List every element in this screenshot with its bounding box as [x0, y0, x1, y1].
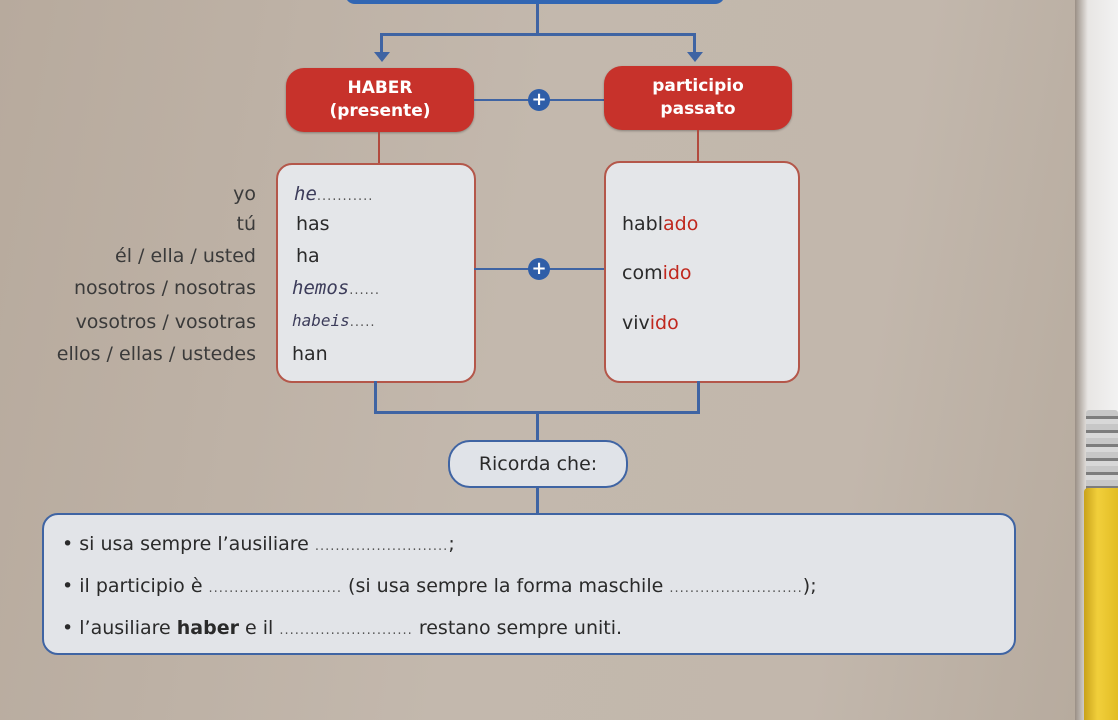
haber-form-yo: he........... — [294, 183, 373, 205]
haber-form-el: ha — [296, 245, 320, 267]
connector-top-horizontal — [380, 33, 696, 36]
blank-dots: .......................... — [208, 581, 342, 596]
rule-text: • il participio è — [62, 575, 209, 597]
blank-dots: .......................... — [279, 623, 413, 638]
haber-title: HABER — [347, 78, 413, 98]
haber-form-text: has — [296, 213, 330, 235]
haber-form-nosotros: hemos...... — [292, 277, 380, 299]
arrow-left-icon — [374, 52, 390, 62]
participle-ending: ido — [649, 312, 679, 334]
haber-form-tu: has — [296, 213, 330, 235]
rule-text: • l’ausiliare — [62, 617, 177, 639]
plus-icon-top: + — [528, 89, 550, 111]
pronoun-vosotros: vosotros / vosotras — [75, 311, 256, 333]
haber-stem — [378, 132, 380, 164]
blank-dots: ...... — [349, 283, 380, 298]
rule-text: restano sempre uniti. — [412, 617, 623, 639]
participle-hablado: hablado — [622, 213, 698, 235]
participle-stem: viv — [622, 312, 650, 334]
participio-stem — [697, 130, 699, 162]
participle-ending: ido — [662, 262, 692, 284]
haber-form-text: han — [292, 343, 328, 365]
rule-3: • l’ausiliare haber e il ...............… — [62, 617, 622, 639]
rule-1: • si usa sempre l’ausiliare ............… — [62, 533, 455, 555]
haber-form-ellos: han — [292, 343, 328, 365]
handwritten-answer: habeis — [292, 311, 350, 330]
participle-vivido: vivido — [622, 312, 679, 334]
pronoun-tu: tú — [236, 213, 257, 235]
haber-pill: HABER (presente) — [286, 68, 474, 132]
haber-forms-box — [276, 163, 476, 383]
connector-right-down — [693, 33, 696, 55]
participle-comido: comido — [622, 262, 692, 284]
rule-text: ); — [802, 575, 817, 597]
rule-text: e il — [238, 617, 280, 639]
pronoun-yo: yo — [233, 183, 256, 205]
rule-text: ; — [448, 533, 455, 555]
bottom-left-stem — [374, 381, 377, 413]
blank-dots: .......................... — [314, 539, 449, 554]
participle-stem: com — [622, 262, 663, 284]
rule-text: (si usa sempre la forma maschile — [342, 575, 670, 597]
rules-box: • si usa sempre l’ausiliare ............… — [42, 513, 1016, 655]
ricorda-stem-bottom — [536, 486, 539, 514]
participio-title: participio — [652, 76, 744, 96]
haber-form-vosotros: habeis..... — [292, 311, 375, 330]
connector-top-vertical — [536, 4, 539, 36]
handwritten-answer: hemos — [292, 277, 350, 299]
participle-stem: habl — [622, 213, 664, 235]
top-blue-box — [345, 0, 725, 4]
participle-box — [604, 161, 800, 383]
rule-bold: haber — [176, 617, 239, 639]
arrow-right-icon — [687, 52, 703, 62]
blank-dots: ........... — [316, 189, 374, 204]
haber-subtitle: (presente) — [329, 101, 431, 121]
pronoun-ellos: ellos / ellas / ustedes — [56, 343, 256, 365]
bottom-right-stem — [697, 381, 700, 413]
pencil-ferrule — [1086, 410, 1118, 492]
participio-pill: participio passato — [604, 66, 792, 130]
blank-dots: ..... — [349, 315, 376, 330]
handwritten-answer: he — [294, 183, 317, 205]
ricorda-stem-top — [536, 411, 539, 441]
connector-left-down — [380, 33, 383, 55]
rule-text: • si usa sempre l’ausiliare — [62, 533, 315, 555]
rule-2: • il participio è ......................… — [62, 575, 817, 597]
haber-form-text: ha — [296, 245, 320, 267]
pencil — [1084, 488, 1118, 720]
participio-subtitle: passato — [660, 99, 736, 119]
plus-icon-middle: + — [528, 258, 550, 280]
blank-dots: .......................... — [669, 581, 803, 596]
pronoun-nosotros: nosotros / nosotras — [73, 277, 256, 299]
ricorda-label: Ricorda che: — [448, 440, 628, 488]
participle-ending: ado — [663, 213, 699, 235]
pronoun-el: él / ella / usted — [115, 245, 256, 267]
